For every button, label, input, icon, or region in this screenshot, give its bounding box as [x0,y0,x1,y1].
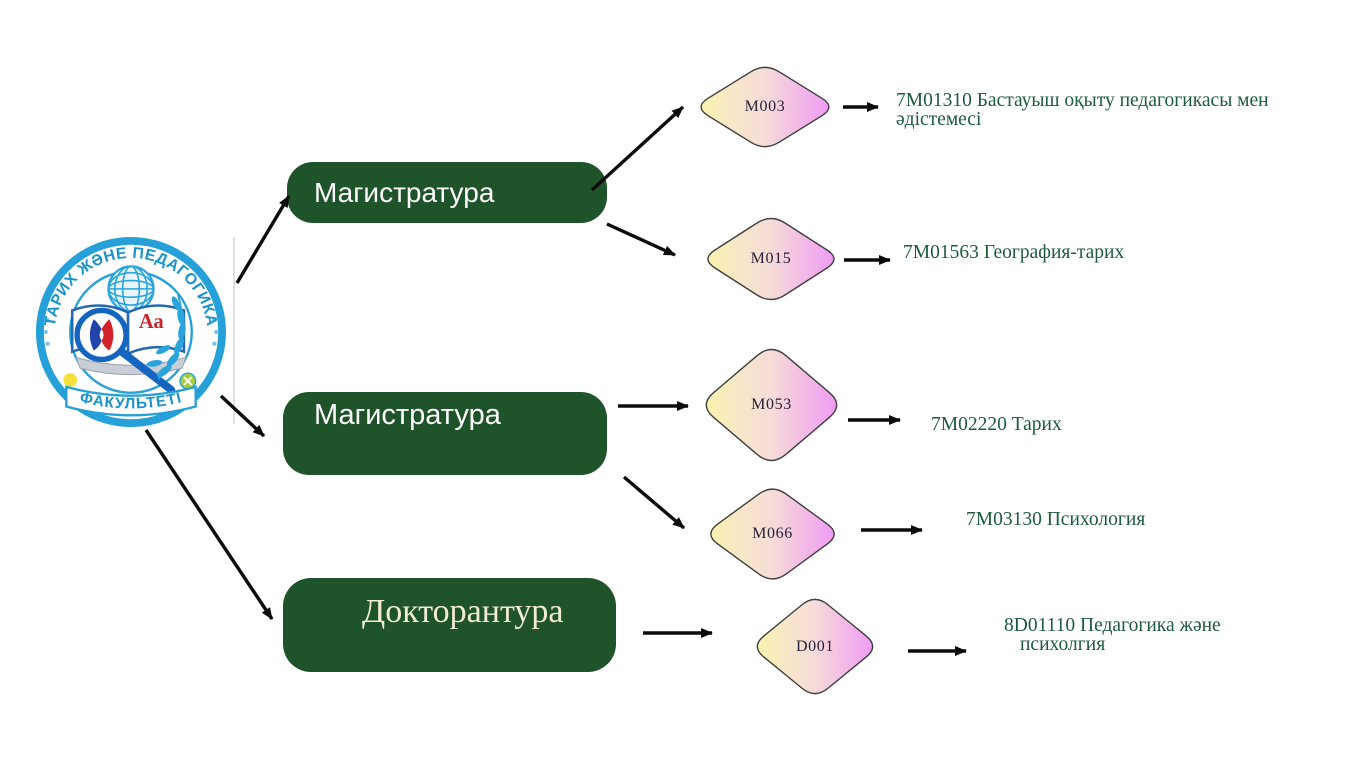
node-code: M015 [750,250,792,267]
node-code: M003 [744,98,786,115]
node-code: M066 [752,525,793,542]
program-label-7m01310: 7М01310 Бастауыш оқыту педагогикасы мен … [896,90,1269,130]
faculty-logo: ТАРИХ ЖӘНЕ ПЕДАГОГИКА Аа [35,236,227,428]
yellow-dot-badge [63,373,78,387]
level-label: Магистратура [314,399,501,431]
arrow-level2-to-m066 [622,475,686,530]
diamond-shape [698,342,845,468]
level-box-magistratura-2: Магистратура [283,392,607,475]
diamond-node-m066: M066 [703,483,842,585]
program-label-7m01563: 7М01563 География-тарих [903,242,1125,263]
level-label: Магистратура [314,176,495,208]
program-label-8d01110: 8D01110 Педагогика және психолгия [1004,615,1221,655]
logo-banner: ФАКУЛЬТЕТІ [65,385,197,417]
diamond-shape [750,593,880,700]
globe-icon [107,265,155,313]
arrow-level1-to-m003 [590,105,685,192]
program-label-7m03130: 7М03130 Психология [966,509,1146,530]
diamond-node-d001: D001 [750,593,880,700]
logo-bottom-arc-text: ФАКУЛЬТЕТІ [78,389,184,412]
diamond-shape [693,62,837,152]
diamond-shape [700,213,842,305]
level-box-magistratura-1: Магистратура [287,162,607,223]
level-label: Докторантура [362,593,564,630]
arrow-logo-to-level3 [144,429,274,620]
node-code: D001 [796,637,834,655]
level-box-doktorantura: Докторантура [283,578,616,672]
laurel-branch-icon [146,294,186,380]
arrow-logo-to-level1 [235,195,291,284]
arrow-level1-to-m015 [606,222,676,257]
diamond-shape [703,483,842,585]
program-label-7m02220: 7М02220 Тарих [931,414,1062,435]
node-code: M053 [751,396,792,413]
diamond-node-m015: M015 [700,213,842,305]
diamond-node-m053: M053 [698,342,845,468]
logo-ornaments [43,318,219,346]
magnifier-profiles-icon [74,307,176,394]
book-monogram: Аа [139,311,164,333]
diamond-node-m003: M003 [693,62,837,152]
green-cross-badge [179,372,197,390]
